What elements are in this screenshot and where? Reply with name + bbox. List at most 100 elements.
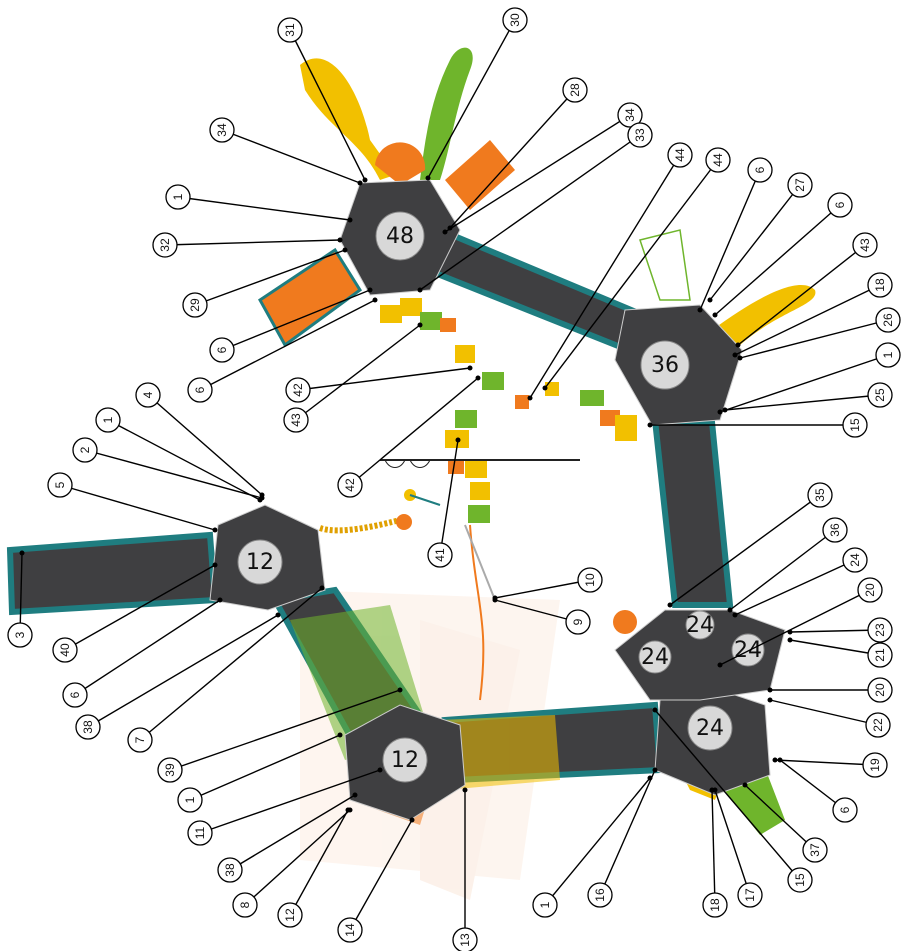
callout-leader: [229, 794, 356, 871]
walkway-12-left: [6, 531, 219, 616]
callout-number: 18: [708, 898, 722, 912]
callout-balloon: [705, 147, 731, 173]
callout-arrowhead: [712, 312, 718, 318]
callout-leader: [64, 564, 216, 651]
callout-17: 34: [209, 117, 363, 186]
callout-leader: [654, 709, 801, 881]
hub-48-circle: [375, 211, 425, 261]
callout-number: 35: [813, 488, 827, 502]
callout-39: 38: [217, 792, 358, 883]
hub-48-label: 48: [386, 224, 414, 249]
callout-leader: [774, 759, 876, 766]
callout-balloon: [867, 677, 893, 703]
callout-number: 1: [101, 416, 115, 423]
callout-number: 15: [793, 873, 807, 887]
callout-15: 25: [722, 382, 893, 413]
callout-leader: [494, 579, 591, 599]
hub-24-c: 24: [731, 633, 765, 667]
callout-leader: [289, 809, 349, 916]
callout-number: 43: [289, 413, 303, 427]
callout-arrowhead: [767, 697, 773, 703]
rope-12: [319, 517, 401, 534]
callout-arrowhead: [342, 247, 348, 253]
callout-leader: [419, 134, 641, 291]
callout-arrowhead: [417, 322, 423, 328]
callout-number: 7: [133, 736, 147, 743]
callout-leader: [349, 377, 479, 486]
callout-number: 6: [215, 346, 229, 353]
callout-number: 20: [873, 683, 887, 697]
callout-balloon: [562, 77, 588, 103]
callout-59: 16: [587, 767, 658, 908]
callout-number: 20: [863, 583, 877, 597]
climbing-net-36: [639, 229, 691, 301]
callout-12: 18: [732, 272, 893, 358]
callout-11: 43: [735, 232, 878, 348]
callout-leader: [669, 494, 821, 606]
callout-leader: [427, 19, 516, 179]
callout-number: 1: [183, 796, 197, 803]
callout-number: 21: [873, 648, 887, 662]
callout-43: 13: [452, 787, 478, 951]
callout-number: 23: [873, 623, 887, 637]
callout-balloon: [152, 232, 178, 258]
callout-arrowhead: [717, 409, 723, 415]
callout-arrowhead: [212, 527, 218, 533]
callout-number: 30: [508, 13, 522, 27]
callout-balloon: [702, 892, 728, 918]
callout-33: 6: [62, 597, 223, 708]
callout-balloon: [277, 17, 303, 43]
callout-57: 17: [712, 787, 763, 908]
platform-24-cluster: [614, 609, 786, 701]
orange-cap-48: [375, 142, 426, 185]
callout-58: 18: [702, 787, 728, 918]
callout-leader: [494, 599, 579, 623]
hub-12-top-label: 12: [246, 550, 274, 575]
callout-arrowhead: [352, 792, 358, 798]
callout-number: 29: [188, 298, 202, 312]
callout-arrowhead: [722, 407, 728, 413]
callout-arrowhead: [652, 767, 658, 773]
callout-34: 38: [75, 612, 281, 740]
callout-arrowhead: [337, 237, 343, 243]
callout-balloon: [502, 7, 528, 33]
callout-arrowhead: [709, 787, 715, 793]
callout-arrowhead: [735, 342, 741, 348]
hub-12-bottom-label: 12: [391, 748, 419, 773]
callout-arrowhead: [442, 229, 448, 235]
callout-3: 28: [447, 77, 588, 231]
callout-arrowhead: [777, 757, 783, 763]
callout-leader: [789, 629, 881, 633]
callout-53: 22: [767, 697, 891, 738]
callout-number: 34: [623, 108, 637, 122]
callout-balloon: [177, 787, 203, 813]
hub-12-bottom: 12: [382, 737, 428, 783]
hub-24-b: 24: [685, 610, 715, 640]
hub-24-a: 24: [638, 640, 672, 674]
callout-balloon: [209, 337, 235, 363]
callout-24: 42: [285, 365, 473, 403]
callout-number: 39: [163, 763, 177, 777]
callout-number: 6: [68, 691, 82, 698]
callout-arrowhead: [737, 355, 743, 361]
callout-number: 34: [215, 123, 229, 137]
callout-leader: [74, 599, 221, 696]
callout-42: 14: [337, 817, 415, 943]
callout-balloon: [209, 117, 235, 143]
callout-leader: [244, 809, 351, 906]
callout-arrowhead: [767, 687, 773, 693]
callout-arrowhead: [217, 597, 223, 603]
callout-number: 40: [58, 643, 72, 657]
callout-arrowhead: [347, 217, 353, 223]
callout-leader: [724, 394, 881, 411]
callout-arrowhead: [319, 585, 325, 591]
callout-number: 42: [343, 478, 357, 492]
callout-balloon: [802, 837, 828, 863]
callout-leader: [699, 169, 761, 311]
callout-number: 16: [593, 888, 607, 902]
callout-leader: [714, 204, 841, 316]
callout-arrowhead: [275, 612, 281, 618]
callout-leader: [221, 129, 361, 184]
hub-24-b-label: 24: [686, 613, 714, 638]
